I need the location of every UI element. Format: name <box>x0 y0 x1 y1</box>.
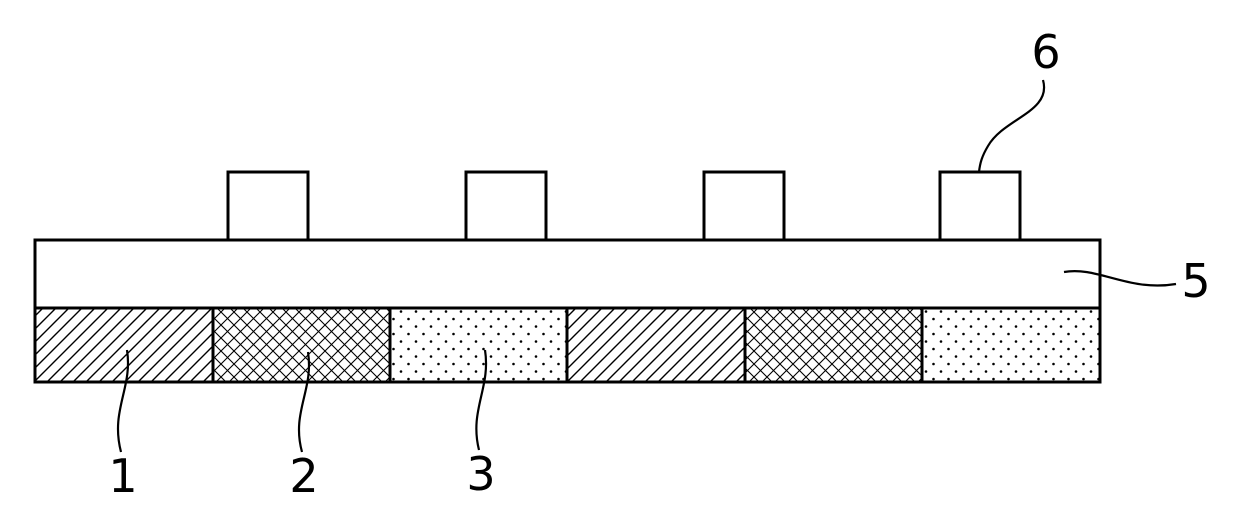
label-1: 1 <box>108 449 137 503</box>
bump-row <box>226 170 1022 242</box>
label-3: 3 <box>466 447 495 501</box>
bump-4 <box>938 170 1022 242</box>
segment-5-cross-hatch <box>743 306 924 384</box>
segment-6-dotted <box>920 306 1102 384</box>
leader-line-1 <box>116 349 130 453</box>
leader-line-2 <box>297 351 311 453</box>
segment-3-dotted <box>388 306 569 384</box>
leader-line-5 <box>1063 270 1177 287</box>
reference-numerals: 1 2 3 5 6 <box>108 25 1210 503</box>
segment-1-diagonal-hatch <box>33 306 215 384</box>
segment-4-diagonal-hatch <box>565 306 747 384</box>
leader-lines <box>116 79 1177 453</box>
label-6: 6 <box>1031 25 1060 79</box>
bump-3 <box>702 170 786 242</box>
substrate-layer-5 <box>33 238 1102 310</box>
label-2: 2 <box>289 449 318 503</box>
bump-1 <box>226 170 310 242</box>
patterned-layer-band <box>33 306 1102 384</box>
label-5: 5 <box>1181 254 1210 308</box>
bump-2 <box>464 170 548 242</box>
leader-line-3 <box>475 349 488 451</box>
leader-line-6 <box>977 79 1046 173</box>
segment-2-cross-hatch <box>211 306 392 384</box>
